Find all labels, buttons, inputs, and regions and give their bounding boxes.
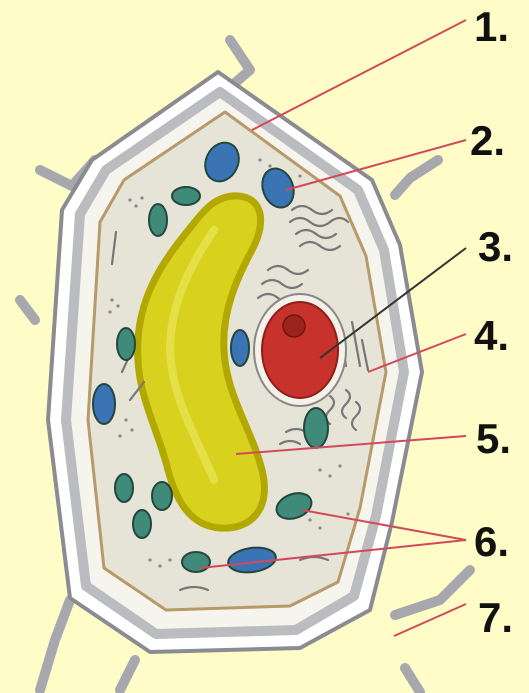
label-6: 6. bbox=[474, 521, 509, 563]
label-4: 4. bbox=[474, 315, 509, 357]
label-1: 1. bbox=[474, 6, 509, 48]
nucleolus bbox=[283, 315, 305, 337]
pointer-line-1 bbox=[252, 20, 466, 130]
label-7: 7. bbox=[478, 597, 513, 639]
label-3: 3. bbox=[478, 226, 513, 268]
label-5: 5. bbox=[476, 418, 511, 460]
label-2: 2. bbox=[470, 120, 505, 162]
